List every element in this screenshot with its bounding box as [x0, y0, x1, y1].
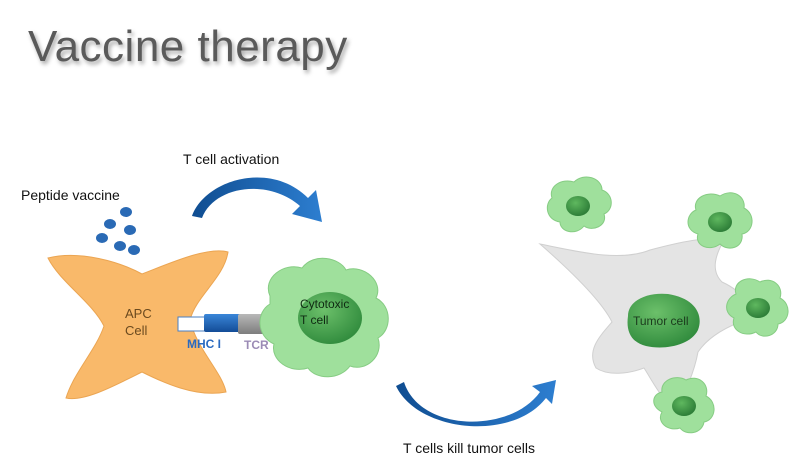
apc-label-line1: APC — [125, 306, 152, 321]
kill-label: T cells kill tumor cells — [403, 440, 535, 456]
apc-cell — [47, 250, 229, 400]
activation-label: T cell activation — [183, 151, 280, 167]
cytotoxic-t-cell — [259, 257, 389, 378]
small-t-cell-4 — [653, 377, 715, 434]
small-t-cell-3 — [726, 278, 789, 337]
kill-arrow — [396, 380, 556, 427]
peptide-dots — [96, 207, 140, 255]
small-t-cell-1 — [546, 176, 612, 233]
tumor-cell — [538, 238, 748, 411]
apc-label-line2: Cell — [125, 323, 148, 338]
peptide-vaccine-label: Peptide vaccine — [21, 187, 120, 203]
cytotoxic-label-line1: Cytotoxic — [300, 297, 350, 311]
small-t-cell-2 — [687, 192, 753, 249]
activation-arrow — [192, 177, 322, 222]
tumor-cell-label: Tumor cell — [633, 314, 689, 328]
tcr-label: TCR — [244, 338, 269, 352]
cytotoxic-label-line2: T cell — [300, 313, 329, 327]
slide-title: Vaccine therapy — [28, 22, 348, 71]
mhc-label: MHC I — [187, 337, 221, 351]
